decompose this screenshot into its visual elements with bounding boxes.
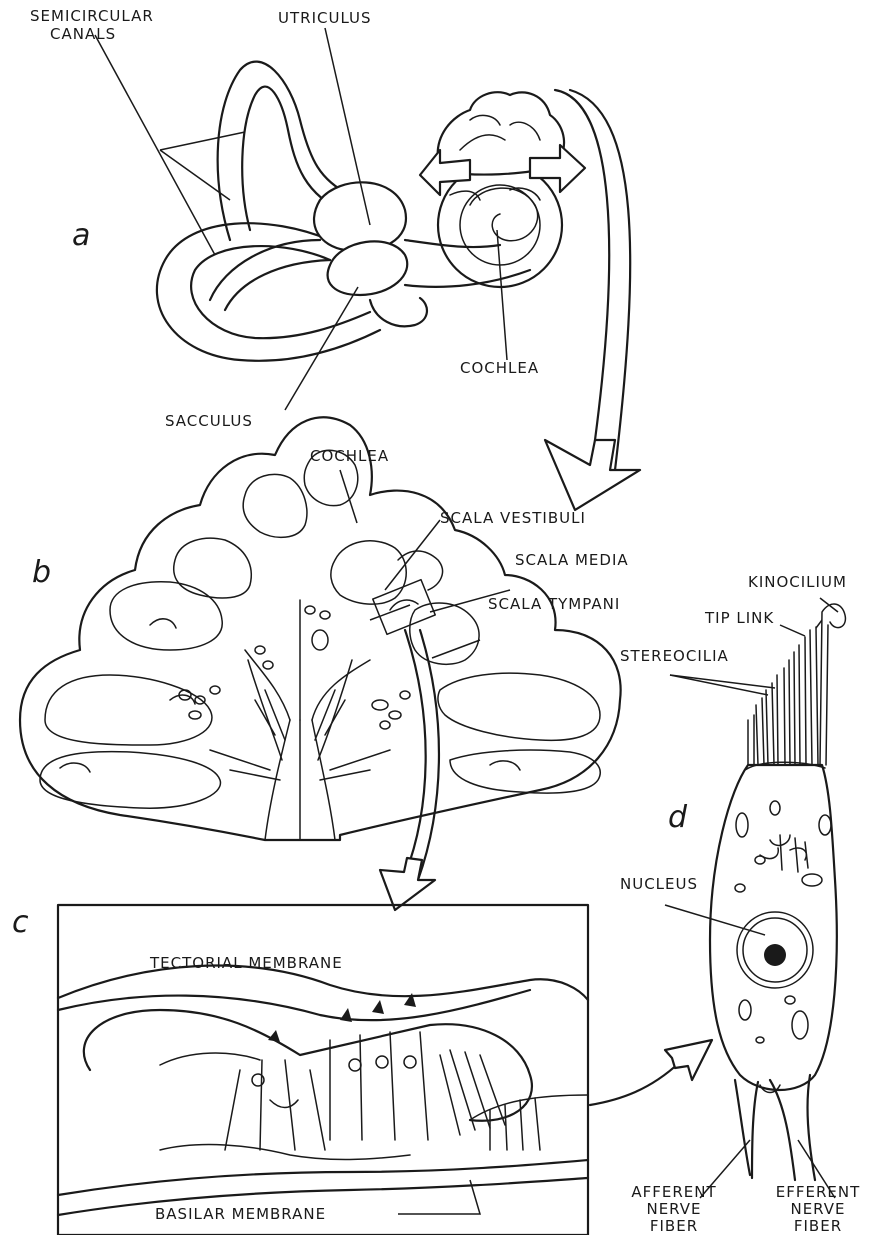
cochlea-cross-section bbox=[20, 417, 621, 840]
panel-label-a: a bbox=[72, 218, 90, 253]
label-basilar-membrane: BASILAR MEMBRANE bbox=[155, 1206, 326, 1223]
label-efferent-nerve-fiber: EFFERENT NERVE FIBER bbox=[762, 1184, 874, 1235]
label-afferent-line2: NERVE bbox=[618, 1201, 730, 1218]
label-efferent-line3: FIBER bbox=[762, 1218, 874, 1235]
organ-of-corti bbox=[58, 966, 588, 1215]
panel-label-d: d bbox=[668, 800, 687, 835]
panel-label-c: c bbox=[12, 905, 29, 940]
arrow-c-to-d bbox=[590, 1062, 680, 1105]
utriculus-shape bbox=[314, 182, 406, 251]
label-cochlea-b: COCHLEA bbox=[310, 448, 389, 465]
label-semicircular-canals-line1: SEMICIRCULAR bbox=[30, 8, 154, 25]
hair-cell-body bbox=[710, 765, 837, 1090]
label-afferent-line3: FIBER bbox=[618, 1218, 730, 1235]
label-afferent-line1: AFFERENT bbox=[618, 1184, 730, 1201]
panel-label-b: b bbox=[32, 555, 51, 590]
label-kinocilium: KINOCILIUM bbox=[748, 574, 847, 591]
cochlea-outline bbox=[20, 417, 621, 840]
label-sacculus: SACCULUS bbox=[165, 413, 253, 430]
label-scala-vestibuli: SCALA VESTIBULI bbox=[440, 510, 586, 527]
label-tectorial-membrane: TECTORIAL MEMBRANE bbox=[150, 955, 343, 972]
label-efferent-line2: NERVE bbox=[762, 1201, 874, 1218]
label-scala-media: SCALA MEDIA bbox=[515, 552, 629, 569]
labyrinth-drawing bbox=[157, 62, 585, 361]
label-semicircular-canals-line2: CANALS bbox=[50, 26, 116, 43]
label-scala-tympani: SCALA TYMPANI bbox=[488, 596, 620, 613]
arrow-a-to-b bbox=[570, 90, 630, 470]
hair-cell bbox=[710, 604, 845, 1180]
label-tip-link: TIP LINK bbox=[705, 610, 774, 627]
label-nucleus: NUCLEUS bbox=[620, 876, 698, 893]
label-afferent-nerve-fiber: AFFERENT NERVE FIBER bbox=[618, 1184, 730, 1235]
label-utriculus: UTRICULUS bbox=[278, 10, 372, 27]
label-stereocilia: STEREOCILIA bbox=[620, 648, 729, 665]
label-cochlea-a: COCHLEA bbox=[460, 360, 539, 377]
arrow-b-to-c bbox=[405, 630, 426, 875]
label-efferent-line1: EFFERENT bbox=[762, 1184, 874, 1201]
